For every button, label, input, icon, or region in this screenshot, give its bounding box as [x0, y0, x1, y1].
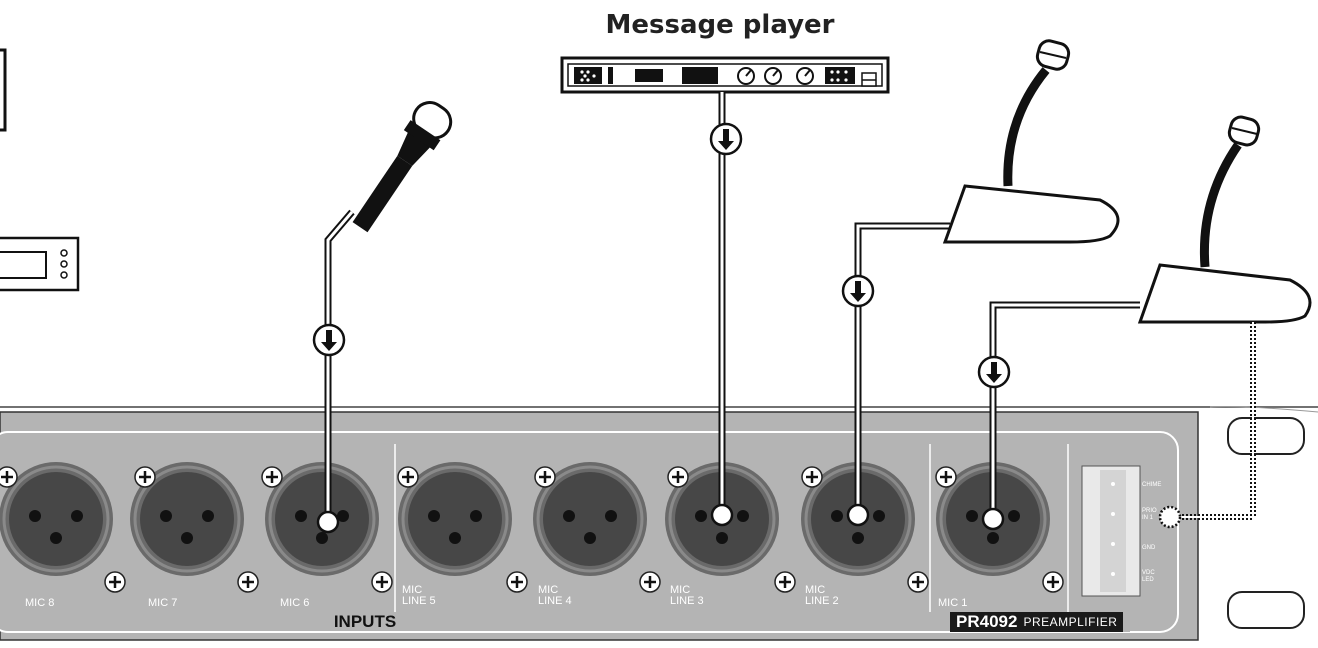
signal-arrow-icon [709, 122, 743, 156]
inputs-label: INPUTS [333, 612, 397, 631]
channel-label-mic6: MIC 6 [280, 597, 310, 609]
message-player-title: Message player [605, 10, 835, 40]
terminal-label-gnd: GND [1142, 545, 1156, 551]
plug-point [981, 507, 1005, 531]
model-badge: PR4092 PREAMPLIFIER [950, 612, 1124, 632]
model-subtitle: PREAMPLIFIER [1023, 615, 1118, 629]
partial-device-middle [0, 236, 80, 292]
paging-console-1 [854, 39, 1120, 520]
partial-device-top [0, 48, 7, 132]
paging-console-2 [989, 115, 1312, 529]
handheld-microphone [324, 101, 453, 520]
channel-label-mic7: MIC 7 [148, 597, 178, 609]
terminal-label-chime: CHIME [1142, 482, 1162, 488]
channel-label-mic1: MIC 1 [938, 597, 968, 609]
model-name: PR4092 [956, 612, 1018, 631]
plug-point [710, 503, 734, 527]
rack-ear-slot-top [1227, 417, 1305, 455]
plug-point [846, 503, 870, 527]
channel-label-mic8: MIC 8 [25, 597, 55, 609]
message-player-device [560, 56, 890, 94]
rack-ear-slot-bottom [1227, 591, 1305, 629]
plug-point [316, 510, 340, 534]
signal-arrow-icon [977, 355, 1011, 389]
signal-arrow-icon [841, 274, 875, 308]
signal-arrow-icon [312, 323, 346, 357]
